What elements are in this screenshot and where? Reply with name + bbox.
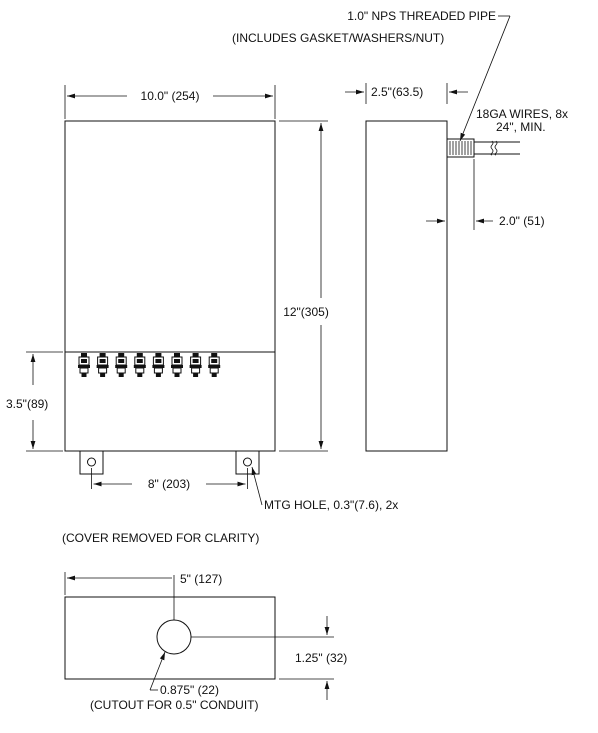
bottom-view: 5" (127) 1.25" (32) 0.875" (22) (CUTOUT … bbox=[64, 572, 347, 712]
height-dimension: 12"(305) bbox=[279, 120, 329, 452]
mtg-hole-callout: MTG HOLE, 0.3"(7.6), 2x bbox=[251, 466, 398, 512]
cover-note: (COVER REMOVED FOR CLARITY) bbox=[62, 531, 259, 545]
terminal-post bbox=[78, 353, 90, 377]
pipe-offset-dimension: 2.0" (51) bbox=[426, 159, 545, 230]
left-mounting-hole bbox=[87, 457, 96, 467]
wires-label-line1: 18GA WIRES, 8x bbox=[476, 107, 568, 121]
cutout-y-dim-label: 1.25" (32) bbox=[295, 651, 347, 665]
wire-bundle bbox=[474, 140, 520, 156]
terminal-post bbox=[133, 353, 146, 377]
cutout-diameter-callout: 0.875" (22) (CUTOUT FOR 0.5" CONDUIT) bbox=[90, 651, 259, 712]
terminal-height-dimension: 3.5"(89) bbox=[6, 351, 63, 452]
width-dim-label: 10.0" (254) bbox=[141, 89, 200, 103]
conduit-cutout bbox=[156, 619, 192, 655]
pipe-offset-dim-label: 2.0" (51) bbox=[499, 214, 545, 228]
wires-callout: 18GA WIRES, 8x 24", MIN. bbox=[476, 107, 568, 134]
cutout-note: (CUTOUT FOR 0.5" CONDUIT) bbox=[90, 698, 259, 712]
terminal-post bbox=[208, 353, 221, 377]
enclosure-bottom-outline bbox=[64, 596, 276, 680]
enclosure-side-outline bbox=[365, 120, 448, 452]
cutout-x-dimension: 5" (127) bbox=[64, 572, 222, 620]
terminal-post bbox=[152, 353, 165, 377]
mtg-hole-label: MTG HOLE, 0.3"(7.6), 2x bbox=[264, 498, 398, 512]
side-view: 2.5"(63.5) 1.0" NPS THREADED PIPE ( bbox=[232, 9, 568, 452]
pipe-label-line1: 1.0" NPS THREADED PIPE bbox=[347, 9, 496, 23]
terminal-post bbox=[96, 353, 109, 377]
cutout-y-dimension: 1.25" (32) bbox=[191, 616, 347, 700]
pipe-callout: 1.0" NPS THREADED PIPE (INCLUDES GASKET/… bbox=[232, 9, 511, 142]
height-dim-label: 12"(305) bbox=[283, 305, 329, 319]
front-view: 10.0" (254) 12"(305) 3.5"(89) 8" (203) bbox=[6, 85, 398, 512]
width-dimension: 10.0" (254) bbox=[64, 85, 276, 119]
cutout-x-dim-label: 5" (127) bbox=[180, 572, 222, 586]
terminal-post bbox=[171, 353, 183, 377]
hole-spacing-dim-label: 8" (203) bbox=[148, 477, 190, 491]
terminal-post bbox=[189, 353, 202, 377]
wires-label-line2: 24", MIN. bbox=[496, 120, 546, 134]
cutout-diameter-label: 0.875" (22) bbox=[160, 683, 219, 697]
terminal-height-dim-label: 3.5"(89) bbox=[6, 397, 48, 411]
right-mounting-hole bbox=[243, 457, 252, 467]
threaded-pipe bbox=[446, 138, 475, 158]
hole-spacing-dimension: 8" (203) bbox=[91, 468, 248, 491]
enclosure-front-outline bbox=[64, 120, 276, 452]
depth-dimension: 2.5"(63.5) bbox=[345, 83, 468, 104]
depth-dim-label: 2.5"(63.5) bbox=[371, 85, 423, 99]
pipe-label-line2: (INCLUDES GASKET/WASHERS/NUT) bbox=[232, 31, 444, 45]
terminal-block bbox=[78, 353, 221, 377]
terminal-post bbox=[115, 353, 128, 377]
